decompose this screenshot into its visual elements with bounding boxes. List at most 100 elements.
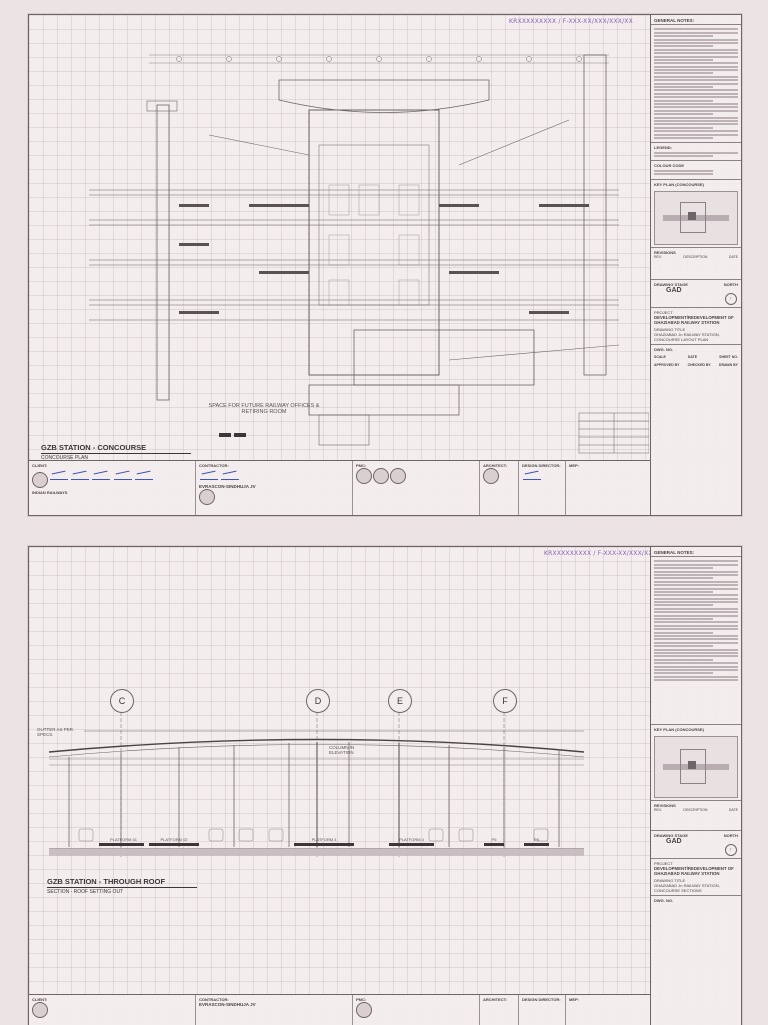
pmc-cell: PMC: (353, 995, 480, 1025)
section-subtitle: SECTION - ROOF SETTING OUT (47, 887, 197, 895)
key-plan-image (654, 736, 738, 799)
general-notes-header: GENERAL NOTES: (651, 15, 741, 25)
project-box: PROJECT DEVELOPMENT/REDEVELOPMENT OF GHA… (651, 306, 741, 344)
dwg-no-box: DWG. NO. (651, 895, 741, 905)
architect-cell: ARCHITECT: (480, 995, 519, 1025)
signature (134, 469, 153, 480)
drawing-title-value: GHAZIABAD Jn RAILWAY STATION, CONCOURSE … (654, 883, 720, 894)
pmc-label: PMC: (356, 997, 367, 1002)
pmc-logo (356, 1002, 372, 1018)
title-block: CLIENT: INDIAN RAILWAYS CONTRACTOR: EVRA… (29, 460, 651, 515)
drawing-stage-box: DRAWING STAGE GAD NORTH ↑ (651, 278, 741, 307)
drawing-stage-label: DRAWING STAGE (654, 833, 688, 839)
client-name: INDIAN RAILWAYS (32, 489, 68, 495)
north-label: NORTH (723, 281, 738, 287)
plan-subtitle: CONCOURSE PLAN (41, 453, 191, 461)
pmc-logo (390, 468, 407, 484)
signature (92, 469, 111, 480)
pmc-logo (373, 468, 390, 484)
scale-label: SCALE (654, 354, 666, 359)
contractor-name: EVRASCON-SINDHUJA JV (199, 1002, 256, 1007)
grid-bubble-d: D (306, 689, 330, 713)
dwg-no-label: DWG. NO. (654, 346, 674, 352)
notes-sidebar: GENERAL NOTES: KEY PLAN (CONCOURSE) REVI… (650, 547, 741, 1025)
drawing-title-value: GHAZIABAD Jn RAILWAY STATION, CONCOURSE … (654, 331, 720, 342)
key-plan-image (654, 190, 738, 245)
project-value: DEVELOPMENT/REDEVELOPMENT OF GHAZIABAD R… (654, 866, 734, 877)
indian-railways-logo (32, 1002, 48, 1018)
contractor-cell: CONTRACTOR: EVRASCON-SINDHUJA JV (196, 461, 353, 515)
general-notes-header: GENERAL NOTES: (651, 547, 741, 557)
platform-label: PLATFORM 02 (160, 837, 188, 842)
grid-bubble-c: C (110, 689, 134, 713)
mep-label: MEP: (569, 463, 579, 468)
drawing-stamp: KRXXXXXXXXX / F-XXX-XX/XXX/XXX/XX (544, 550, 668, 557)
future-space-label: SPACE FOR FUTURE RAILWAY OFFICES & RETIR… (208, 403, 320, 415)
revisions-box: REVISIONS REV. DESCRIPTION DATE (651, 246, 741, 279)
architect-label: ARCHITECT: (483, 997, 507, 1002)
architect-cell: ARCHITECT: (480, 461, 519, 515)
general-notes (651, 557, 741, 684)
dwg-no-box: DWG. NO. SCALE DATE SHEET NO. APPROVED B… (651, 343, 741, 369)
signature (200, 469, 218, 480)
contractor-name: EVRASCON-SINDHUJA JV (199, 484, 256, 489)
design-director-label: DESIGN DIRECTOR: (522, 997, 561, 1002)
project-value: DEVELOPMENT/REDEVELOPMENT OF GHAZIABAD R… (654, 314, 734, 325)
general-notes (651, 25, 741, 142)
mep-cell: MEP: (566, 461, 651, 515)
architect-logo (483, 468, 499, 484)
column-label: COLUMN IN ELEVATION (329, 745, 355, 755)
drawing-stamp: KRXXXXXXXXX / F-XXX-XX/XXX/XXX/XX (509, 18, 633, 25)
pmc-cell: PMC: (353, 461, 480, 515)
rev-col: REV. (654, 254, 662, 259)
drawing-sheet-section: KRXXXXXXXXX / F-XXX-XX/XXX/XXX/XX C D E … (28, 546, 742, 1025)
date-label: DATE (687, 354, 698, 359)
revisions-header: REVISIONS (654, 249, 676, 255)
grid-bubble-e: E (388, 689, 412, 713)
grid-bubble-f: F (493, 689, 517, 713)
revisions-header: REVISIONS (654, 803, 676, 809)
dwg-no-label: DWG. NO. (654, 898, 674, 904)
design-director-cell: DESIGN DIRECTOR: (519, 995, 566, 1025)
north-arrow-icon: ↑ (724, 292, 737, 305)
color-code-header: COLOUR CODE (654, 163, 684, 169)
grid-background (29, 547, 741, 1025)
drawing-sheet-concourse: KRXXXXXXXXX / F-XXX-XX/XXX/XXX/XX (28, 14, 742, 516)
approved-label: APPROVED BY (654, 362, 680, 367)
concourse-plan-drawing (89, 54, 649, 454)
contractor-logo (199, 489, 215, 505)
plan-title: GZB STATION - CONCOURSE (41, 443, 147, 452)
project-label: PROJECT (654, 309, 673, 315)
client-label: CLIENT: (32, 463, 48, 468)
rev-col: REV. (654, 808, 662, 813)
drawing-title-label: DRAWING TITLE (654, 878, 686, 884)
drawn-label: DRAWN BY (718, 362, 738, 367)
rev-col: DATE (728, 808, 738, 813)
key-plan-box: KEY PLAN (CONCOURSE) (651, 178, 741, 189)
signature (113, 469, 132, 480)
sheet-no-label: SHEET NO. (719, 354, 738, 359)
revisions-box: REVISIONS REV. DESCRIPTION DATE (651, 800, 741, 830)
pmc-logo (356, 468, 372, 484)
project-box: PROJECT DEVELOPMENT/REDEVELOPMENT OF GHA… (651, 858, 741, 895)
north-arrow-icon: ↑ (724, 844, 737, 857)
platform-label: PLATFORM 01 (109, 837, 138, 842)
legend-header: LEGEND: (654, 145, 672, 151)
signature (221, 469, 240, 480)
client-label: CLIENT: (32, 997, 48, 1002)
legend-box: LEGEND: (651, 142, 741, 160)
key-plan-header: KEY PLAN (CONCOURSE) (654, 727, 704, 733)
drawing-stage-value: GAD (666, 838, 682, 846)
notes-sidebar: GENERAL NOTES: LEGEND: COLOUR CODE KEY P… (650, 15, 741, 515)
signature (50, 469, 69, 480)
platform-label: PLATFORM 3 (311, 837, 337, 842)
checked-label: CHECKED BY (687, 362, 711, 367)
design-director-cell: DESIGN DIRECTOR: (519, 461, 566, 515)
mep-cell: MEP: (566, 995, 651, 1025)
signature (71, 469, 90, 480)
platform-label: P5 (491, 837, 497, 842)
drawing-title-label: DRAWING TITLE (654, 326, 686, 332)
platform-label: PLATFORM 4 (399, 837, 424, 842)
client-cell: CLIENT: INDIAN RAILWAYS (29, 461, 196, 515)
drawing-stage-label: DRAWING STAGE (654, 281, 688, 287)
